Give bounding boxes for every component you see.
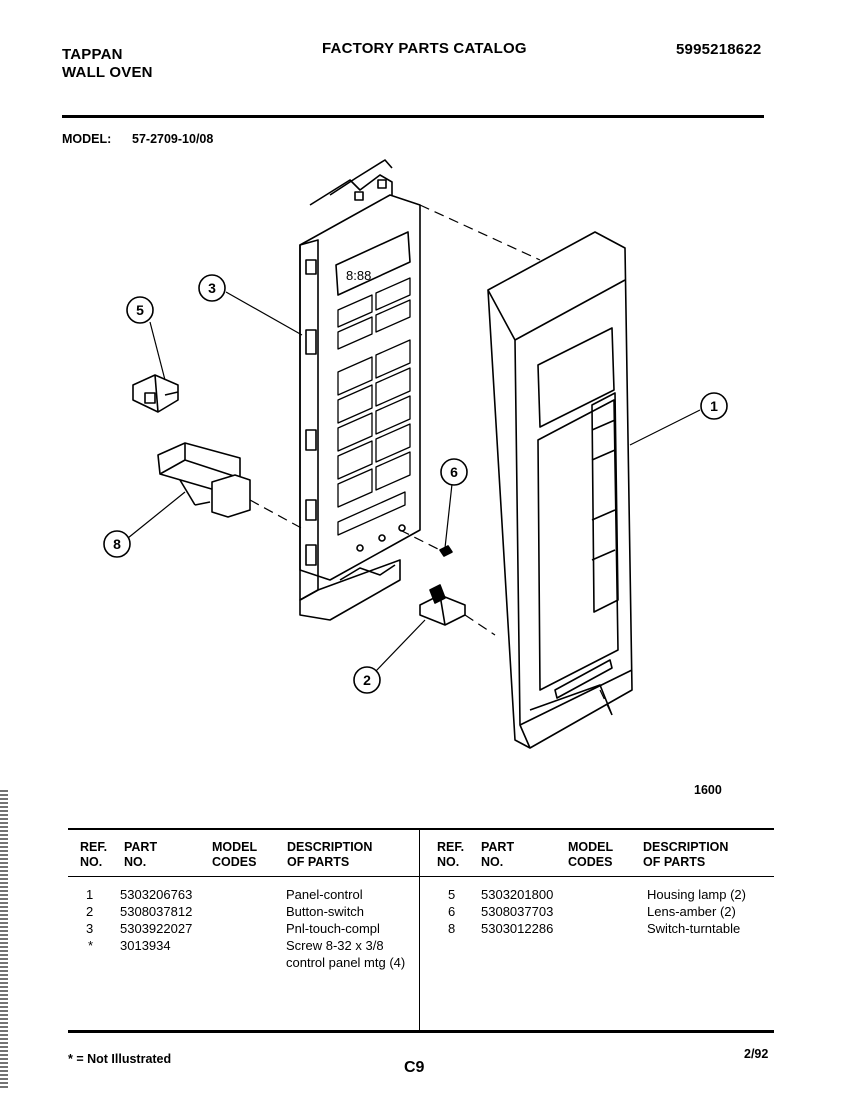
callout-2: 2 [363,672,371,688]
catalog-title: FACTORY PARTS CATALOG [322,40,527,57]
brand-name: TAPPAN [62,46,123,63]
callout-1: 1 [710,398,718,414]
svg-text:8:88: 8:88 [346,268,371,283]
exploded-parts-diagram: 8:88 [103,159,728,749]
table-top-rule [68,828,774,830]
product-name: WALL OVEN [62,64,153,81]
control-panel-cover-part [487,231,633,749]
header-rule [62,115,764,118]
callout-3: 3 [208,280,216,296]
figure-code: 1600 [694,783,722,797]
model-number: 57-2709-10/08 [132,132,214,146]
touch-control-panel-part: 8:88 [299,159,421,621]
revision-date: 2/92 [744,1047,769,1061]
header-description: DESCRIPTION OF PARTS [287,840,373,869]
callout-circles [103,274,728,694]
callout-5: 5 [136,302,144,318]
callout-6: 6 [450,464,458,480]
table-header-rule [68,876,774,877]
scan-edge-artifact [0,790,8,1090]
button-switch-part [419,584,466,626]
header-ref-no: REF. NO. [80,840,108,869]
page-number: C9 [404,1059,425,1076]
header-part-no-right: PART NO. [481,840,515,869]
header-model-codes: MODEL CODES [212,840,258,869]
header-model-codes-right: MODEL CODES [568,840,614,869]
catalog-number: 5995218622 [676,41,762,58]
amber-lens-part [439,545,453,557]
lamp-housing-part [132,374,179,413]
header-description-right: DESCRIPTION OF PARTS [643,840,729,869]
turntable-switch-part [157,442,251,518]
header-ref-no-right: REF. NO. [437,840,465,869]
model-label: MODEL: [62,132,112,146]
table-center-divider [419,829,420,1031]
table-bottom-rule [68,1030,774,1033]
callout-8: 8 [113,536,121,552]
header-part-no: PART NO. [124,840,158,869]
not-illustrated-note: * = Not Illustrated [68,1052,172,1066]
